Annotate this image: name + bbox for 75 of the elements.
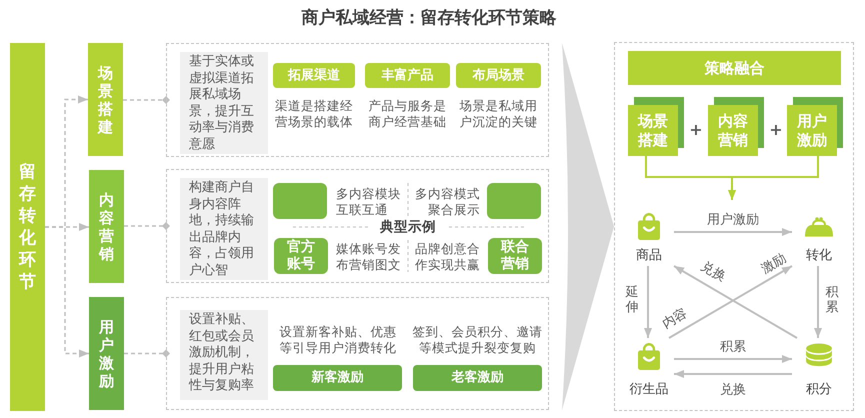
bar-label: 场景搭建 [98,64,113,136]
tag-pill [488,238,542,274]
arrow [674,355,792,363]
node-label: 积分 [806,382,832,397]
pill-label: 联合营销 [500,239,530,273]
caption-text: 多内容模块互联互通 [336,186,402,218]
node-label: 转化 [806,248,832,263]
card-label: 用户激励 [796,112,828,150]
arrow [814,266,822,338]
title: 商户私域经营：留存转化环节策略 [302,7,556,29]
annotation-label: 内容 [658,304,691,334]
tag-pill [274,238,328,274]
tag-pill [413,365,542,391]
plus-sign: + [769,122,783,138]
pill-label: 老客激励 [452,368,504,388]
caption-text: 多内容模式聚合展示 [414,186,480,218]
strategy-card [628,105,678,156]
arrow [644,266,652,338]
caption-text: 产品与服务是商户经营基础 [368,98,448,130]
dashed-panel [166,43,549,157]
dashed-diamond-end-connector [124,350,170,358]
plus-sign: + [689,122,703,138]
header-bar [628,51,841,85]
node-label: 衍生品 [630,382,668,397]
pill-label: 官方账号 [286,239,316,273]
caption-text: 渠道是搭建经营场景的载体 [274,98,354,130]
tag-pill [487,183,541,219]
description-text: 基于实体或虚拟渠道拓展私域场景，提升互动率与消费意愿 [189,54,255,153]
edge-label: 兑换 [697,258,730,287]
dashed-panel [166,169,549,283]
edge-label: 用户激励 [707,211,759,230]
arrow [674,228,792,236]
tag-pill [273,183,327,219]
dashed-arrow [45,226,89,358]
bar-label: 留存转化环节 [19,160,36,294]
strategy-card [708,105,758,156]
card-label: 场景搭建 [636,112,669,150]
dashed-diamond-end-connector [124,222,170,230]
caption-text: 签到、会员积分、邀请等模式提升裂变复购 [412,324,543,356]
caption-text: 场景是私域用户沉淀的关键 [458,98,538,130]
section-label: 典型示例 [380,218,436,237]
dashed-diamond-end-connector [123,96,170,104]
edge-label: 积累 [826,286,838,316]
tag-pill [273,365,402,391]
stage-bar [10,43,45,411]
edge-label: 兑换 [720,381,746,400]
arrow [674,370,792,378]
dashed-panel [166,297,549,410]
bar-label: 内容营销 [99,190,114,262]
strategy-card [787,105,837,156]
node-label: 商品 [636,248,662,263]
description-text: 设置补贴、红包或会员激励机制，提升用户粘性与复购率 [189,312,255,394]
category-bar [89,170,124,283]
header-label: 策略融合 [704,58,764,79]
caption-text: 品牌创意合作实现共赢 [414,241,480,273]
pill-label: 新客激励 [312,368,364,388]
pill-label: 布局场景 [472,66,524,85]
category-bar [88,43,123,156]
description-text: 构建商户自身内容阵地，持续输出品牌内容，占领用户心智 [189,180,255,279]
edge-label: 延伸 [626,286,638,316]
tag-pill [365,63,450,88]
chevron-arrow [562,43,614,410]
edge-label: 积累 [720,338,746,356]
tag-pill [273,63,355,88]
pill-label: 丰富产品 [382,66,434,85]
tag-pill [456,63,541,88]
dashed-panel [614,42,854,411]
category-bar [89,297,124,410]
card-label: 内容营销 [717,112,749,150]
caption-text: 媒体账号发布营销图文 [336,241,402,273]
edge-label: 激励 [758,250,790,279]
pill-label: 拓展渠道 [288,66,340,85]
caption-text: 设置新客补贴、优惠等引导用户消费转化 [278,324,398,356]
arrow [728,155,819,200]
bar-label: 用户激励 [99,318,114,390]
